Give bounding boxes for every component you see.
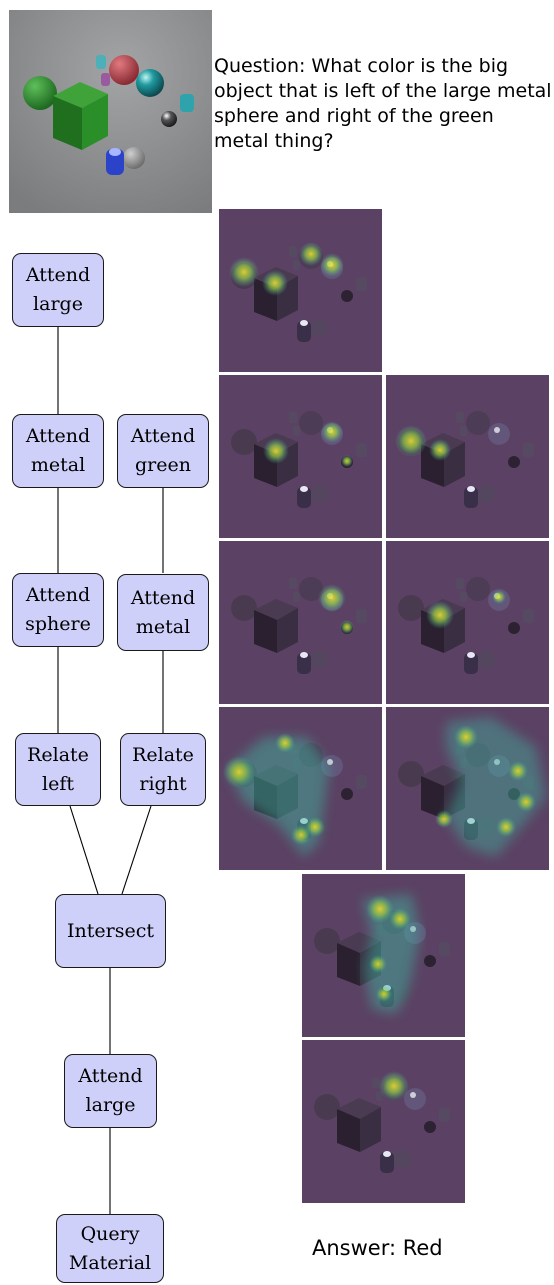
answer-text: Answer: Red — [312, 1236, 443, 1260]
heatmap-relate-right — [386, 707, 549, 870]
module-attend-metal: Attend metal — [12, 414, 104, 488]
heatmap-attend-large — [219, 209, 382, 372]
heatmap-overlay — [302, 874, 465, 1037]
module-label: Query — [80, 1222, 140, 1245]
module-attend-metal-2: Attend metal — [117, 574, 209, 651]
heatmap-overlay — [386, 707, 549, 870]
heatmap-attend-metal-2 — [386, 541, 549, 704]
heatmap-overlay — [302, 1040, 465, 1203]
module-label: Attend — [78, 1065, 143, 1087]
module-label: Attend — [25, 584, 91, 606]
heatmap-overlay — [219, 375, 382, 538]
module-label: Attend — [25, 264, 91, 286]
scene-image — [9, 10, 212, 213]
module-label: large — [33, 293, 83, 315]
module-attend-green: Attend green — [117, 414, 209, 488]
module-label: right — [139, 772, 187, 795]
module-attend-large: Attend large — [12, 253, 104, 327]
module-relate-left: Relate left — [15, 733, 101, 806]
heatmap-overlay — [219, 209, 382, 372]
module-label: Attend — [130, 586, 196, 609]
heatmap-relate-left — [219, 707, 382, 870]
heatmap-attend-sphere — [219, 541, 382, 704]
heatmap-overlay — [386, 375, 549, 538]
heatmap-intersect — [302, 874, 465, 1037]
module-label: Attend — [130, 425, 196, 447]
module-label: Material — [68, 1251, 152, 1274]
module-label: large — [85, 1094, 136, 1116]
module-intersect: Intersect — [55, 894, 166, 968]
module-label: Relate — [27, 743, 89, 766]
module-attend-sphere: Attend sphere — [12, 573, 104, 647]
module-label: left — [42, 772, 74, 795]
module-label: Attend — [25, 425, 91, 447]
module-label: Relate — [132, 743, 194, 766]
module-label: metal — [135, 615, 191, 638]
heatmap-overlay — [219, 707, 382, 870]
module-label: metal — [30, 454, 86, 476]
module-query-material: Query Material — [56, 1214, 164, 1283]
module-label: Intersect — [67, 919, 154, 942]
module-attend-large-2: Attend large — [64, 1054, 157, 1128]
heatmap-attend-green — [386, 375, 549, 538]
heatmap-attend-metal — [219, 375, 382, 538]
module-label: sphere — [25, 613, 91, 635]
question-text: Question: What color is the big object t… — [214, 55, 552, 152]
heatmap-overlay — [219, 541, 382, 704]
module-label: green — [135, 454, 191, 476]
module-relate-right: Relate right — [120, 733, 206, 806]
heatmap-overlay — [386, 541, 549, 704]
heatmap-attend-large-2 — [302, 1040, 465, 1203]
